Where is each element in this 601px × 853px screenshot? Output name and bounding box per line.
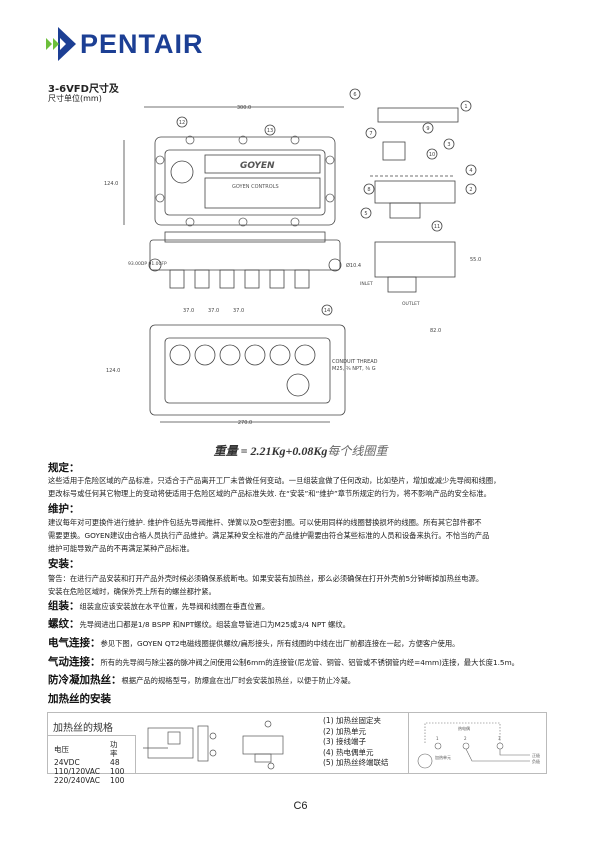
page-number: C6: [293, 800, 308, 812]
install-line-1: 警告：在进行产品安装和打开产品外壳时候必须确保系统断电。如果安装有加热丝，那么必…: [48, 574, 484, 583]
svg-text:10: 10: [429, 152, 435, 158]
dim-width-top: 300.0: [237, 105, 251, 111]
heading-install: 安装：: [48, 558, 80, 570]
cover-part: [377, 107, 459, 123]
svg-text:2: 2: [464, 736, 467, 741]
assembly-side-part: [374, 241, 456, 278]
svg-text:热电偶: 热电偶: [458, 725, 470, 731]
rules-line-2: 更改标号或任何其它物理上的变动将使适用于危险区域的产品标准失效. 在“安装”和“…: [48, 489, 491, 498]
heater-spec-title: 加热丝的规格: [53, 723, 113, 734]
svg-text:3: 3: [447, 142, 450, 148]
svg-text:9: 9: [426, 126, 429, 132]
dim-side-height: 93.00DP 91.00FP: [128, 261, 167, 267]
svg-text:14: 14: [324, 308, 330, 314]
thread-para: 螺纹：先导阀进出口都是1/8 BSPP 和NPT螺纹。组装盒导管进口为M25或3…: [48, 618, 350, 630]
svg-text:37.0: 37.0: [208, 308, 219, 314]
heading-rules: 规定：: [48, 462, 80, 474]
heading-heater-install: 加热丝的安装: [48, 693, 111, 705]
svg-text:8: 8: [367, 187, 370, 193]
maint-line-3: 维护可能导致产品的不再满足某种产品标准。: [48, 544, 194, 553]
svg-text:5: 5: [364, 211, 367, 217]
dim-hole: Ø10.4: [346, 262, 361, 269]
svg-text:1: 1: [436, 736, 439, 741]
svg-text:4: 4: [469, 168, 472, 174]
maint-line-1: 建议每年对可更换件进行维护. 维护件包括先导阀推杆、弹簧以及O型密封圈。可以使用…: [48, 518, 482, 527]
enclosure-side-view: [149, 239, 341, 271]
svg-text:7: 7: [369, 131, 372, 137]
svg-text:6: 6: [353, 92, 356, 98]
drawing-title: 3-6VFD尺寸及: [48, 84, 119, 95]
svg-text:GOYEN CONTROLS: GOYEN CONTROLS: [232, 184, 279, 190]
conduit-entry-icon: [286, 373, 310, 397]
install-line-2: 安装在危险区域时，确保外壳上所有的螺丝都拧紧。: [48, 587, 216, 596]
divider: [408, 713, 409, 773]
drawing-unit: 尺寸单位(mm): [48, 94, 102, 103]
svg-text:37.0: 37.0: [233, 308, 244, 314]
svg-text:1: 1: [464, 104, 467, 110]
heater-legend: (1) 加热丝固定夹(2) 加热单元(3) 接线端子(4) 热电偶单元(5) 加…: [323, 716, 389, 767]
brand-name: PENTAIR: [80, 29, 204, 59]
electrical-para: 电气连接：参见下图，GOYEN QT2电磁线圈提供螺纹/扁形接头，所有线圈的中线…: [48, 637, 460, 649]
wiring-diagram: 热电偶 1 2 3 加热单元 正极 负极: [417, 722, 540, 769]
svg-text:82.0: 82.0: [430, 328, 441, 334]
pentair-logo-icon: [46, 27, 76, 61]
svg-text:CONDUIT THREAD: CONDUIT THREAD: [332, 359, 378, 365]
svg-text:55.0: 55.0: [470, 257, 481, 263]
maint-line-2: 需要更换。GOYEN建议由合格人员执行产品维护。满足某种安全标准的产品维护需要由…: [48, 531, 490, 540]
svg-text:GOYEN: GOYEN: [240, 161, 275, 171]
assembly-para: 组装：组装盒应该安装放在水平位置，先导阀和线圈在垂直位置。: [48, 600, 270, 612]
svg-text:2: 2: [469, 187, 472, 193]
svg-text:加热单元: 加热单元: [435, 754, 451, 760]
weight-formula: 重量 = 2.21Kg+0.08Kg每个线圈重: [213, 444, 388, 458]
breather-icon: [170, 160, 194, 184]
svg-text:13: 13: [267, 128, 273, 134]
svg-text:37.0: 37.0: [183, 308, 194, 314]
pneumatic-para: 气动连接：所有的先导阀与除尘器的脉冲阀之间使用公制6mm的连接管(尼龙管、铜管、…: [48, 656, 519, 668]
technical-drawing: 300.0 124.0 GOYEN GOYEN CONTROLS 12 13 9…: [104, 88, 481, 426]
svg-text:12: 12: [179, 120, 185, 126]
dim-height-top: 124.0: [104, 181, 118, 187]
dim-height-bottom: 124.0: [106, 368, 120, 374]
heading-maintenance: 维护：: [48, 503, 80, 515]
svg-text:11: 11: [434, 224, 440, 230]
svg-text:M25, ¾ NPT, ⅜ G: M25, ¾ NPT, ⅜ G: [332, 366, 376, 372]
rules-line-1: 这些适用于危险区域的产品标准，只适合于产品离开工厂未曾做任何变动。一旦组装盒做了…: [48, 476, 501, 485]
svg-text:正极: 正极: [532, 752, 540, 758]
enclosure-top-view: [154, 136, 336, 226]
svg-text:INLET: INLET: [360, 281, 373, 287]
svg-text:负极: 负极: [532, 758, 540, 764]
heater-para: 防冷凝加热丝：根据产品的规格型号，防爆盒在出厂时会安装加热丝，以便于防止冷凝。: [48, 674, 355, 686]
enclosure-bottom-view: [149, 324, 346, 416]
svg-text:OUTLET: OUTLET: [402, 301, 420, 307]
heater-diagram: [143, 720, 284, 770]
svg-text:3: 3: [498, 736, 501, 741]
dim-width-bottom: 270.0: [238, 420, 252, 426]
